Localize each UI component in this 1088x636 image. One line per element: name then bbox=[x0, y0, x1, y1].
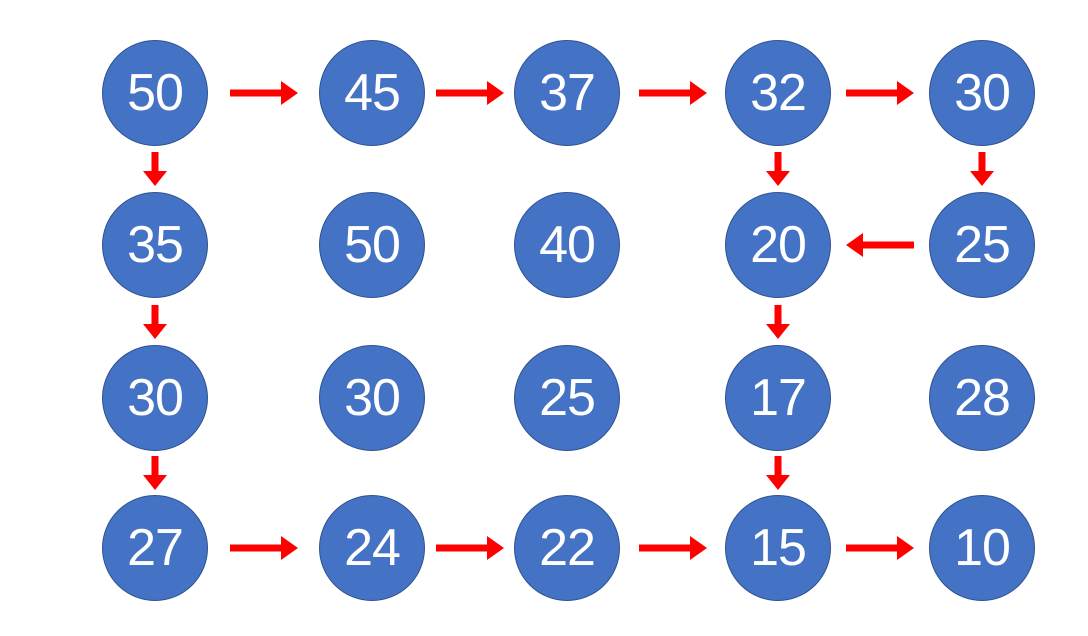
node-value: 30 bbox=[344, 369, 401, 427]
node-circle: 40 bbox=[514, 192, 620, 298]
node-circle: 30 bbox=[929, 40, 1035, 146]
node-value: 25 bbox=[954, 216, 1011, 274]
node-circle: 27 bbox=[102, 495, 208, 601]
node-value: 17 bbox=[750, 369, 807, 427]
node-circle: 30 bbox=[319, 345, 425, 451]
arrow-down-icon bbox=[143, 152, 167, 186]
node-circle: 37 bbox=[514, 40, 620, 146]
arrow-down-icon bbox=[766, 152, 790, 186]
node-circle: 17 bbox=[725, 345, 831, 451]
node-value: 10 bbox=[954, 519, 1011, 577]
arrow-down-icon bbox=[143, 304, 167, 339]
node-circle: 50 bbox=[102, 40, 208, 146]
node-value: 24 bbox=[344, 519, 401, 577]
arrow-right-icon bbox=[435, 536, 504, 560]
arrow-down-icon bbox=[766, 456, 790, 490]
node-value: 28 bbox=[954, 369, 1011, 427]
arrow-right-icon bbox=[846, 81, 914, 105]
arrow-right-icon bbox=[638, 81, 707, 105]
node-value: 32 bbox=[750, 64, 807, 122]
node-circle: 24 bbox=[319, 495, 425, 601]
node-value: 25 bbox=[539, 369, 596, 427]
node-circle: 50 bbox=[319, 192, 425, 298]
node-value: 22 bbox=[539, 519, 596, 577]
arrow-right-icon bbox=[638, 536, 707, 560]
node-value: 35 bbox=[127, 216, 184, 274]
node-circle: 20 bbox=[725, 192, 831, 298]
node-value: 30 bbox=[127, 369, 184, 427]
node-circle: 25 bbox=[929, 192, 1035, 298]
node-value: 27 bbox=[127, 519, 184, 577]
arrow-right-icon bbox=[229, 81, 298, 105]
node-circle: 35 bbox=[102, 192, 208, 298]
node-circle: 15 bbox=[725, 495, 831, 601]
node-value: 40 bbox=[539, 216, 596, 274]
node-circle: 25 bbox=[514, 345, 620, 451]
arrow-down-icon bbox=[143, 456, 167, 490]
node-value: 30 bbox=[954, 64, 1011, 122]
node-circle: 10 bbox=[929, 495, 1035, 601]
node-value: 37 bbox=[539, 64, 596, 122]
node-circle: 32 bbox=[725, 40, 831, 146]
arrow-right-icon bbox=[435, 81, 504, 105]
node-value: 20 bbox=[750, 216, 807, 274]
node-value: 50 bbox=[127, 64, 184, 122]
arrow-left-icon bbox=[846, 233, 914, 257]
node-value: 45 bbox=[344, 64, 401, 122]
arrow-right-icon bbox=[846, 536, 914, 560]
arrow-down-icon bbox=[970, 152, 994, 186]
node-value: 50 bbox=[344, 216, 401, 274]
node-circle: 30 bbox=[102, 345, 208, 451]
node-circle: 28 bbox=[929, 345, 1035, 451]
arrow-right-icon bbox=[229, 536, 298, 560]
arrow-down-icon bbox=[766, 304, 790, 339]
node-circle: 22 bbox=[514, 495, 620, 601]
node-circle: 45 bbox=[319, 40, 425, 146]
node-value: 15 bbox=[750, 519, 807, 577]
